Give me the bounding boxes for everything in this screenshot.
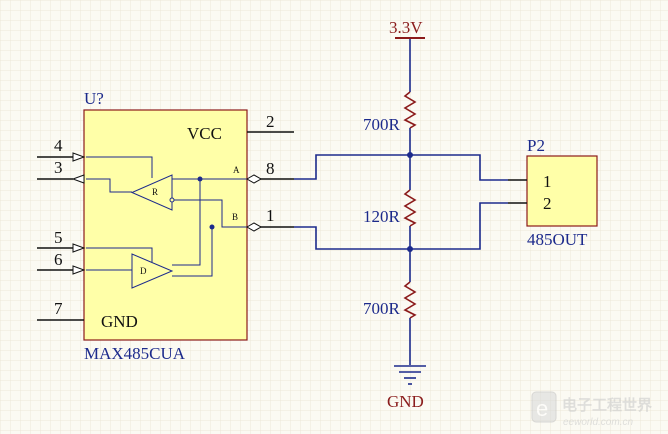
connector-designator: P2 xyxy=(527,136,545,155)
pin-number-2: 2 xyxy=(266,112,275,131)
resistor-top-value: 700R xyxy=(363,115,401,134)
connector-p2[interactable]: 1 2 xyxy=(508,155,598,227)
pin-number-6: 6 xyxy=(54,250,63,269)
pin-number-4: 4 xyxy=(54,136,63,155)
internal-wire-de xyxy=(86,247,153,262)
chip-body xyxy=(83,109,248,341)
pin-number-3: 3 xyxy=(54,158,63,177)
resistor-bottom-value: 700R xyxy=(363,299,401,318)
resistor-middle-value: 120R xyxy=(363,207,401,226)
pin-a-label: A xyxy=(233,165,240,175)
pin-number-8: 8 xyxy=(266,159,275,178)
watermark-site-text: eeworld.com.cn xyxy=(563,417,633,428)
pin-arrow-out xyxy=(71,174,85,184)
watermark-logo-mark xyxy=(531,391,557,423)
watermark-logo: e 电子工程世界 eeworld.com.cn xyxy=(531,391,652,428)
chip-gnd-label: GND xyxy=(101,312,138,331)
watermark-logo-letter: e xyxy=(536,396,548,421)
driver-buffer-symbol xyxy=(131,253,174,289)
max485-chip[interactable]: U? MAX485CUA VCC GND A B R D xyxy=(83,89,248,363)
connector-part-name: 485OUT xyxy=(527,230,588,249)
pin-number-1: 1 xyxy=(266,206,275,225)
receiver-buffer-symbol xyxy=(130,174,173,211)
chip-vcc-label: VCC xyxy=(187,124,222,143)
receiver-label: R xyxy=(152,187,158,197)
internal-wire-driver-a xyxy=(172,179,201,266)
wire-a-line xyxy=(294,154,508,181)
watermark-logo-text: 电子工程世界 xyxy=(562,396,652,414)
pin-number-5: 5 xyxy=(54,228,63,247)
ground-symbol xyxy=(394,365,426,385)
chip-designator: U? xyxy=(84,89,104,108)
internal-wire-driver-b xyxy=(172,227,213,277)
chip-part-name: MAX485CUA xyxy=(84,344,186,363)
pin-arrow-in xyxy=(72,243,86,253)
pin-bubble xyxy=(169,197,175,203)
junction-dot-b xyxy=(407,246,413,252)
internal-wire-ro xyxy=(86,178,132,193)
connector-pin-1: 1 xyxy=(543,172,552,191)
resistor-top-symbol[interactable] xyxy=(403,91,417,129)
connector-pin-2: 2 xyxy=(543,194,552,213)
pin-arrow-bidir xyxy=(245,222,263,232)
connector-body xyxy=(526,155,598,227)
pin-arrow-in xyxy=(72,265,86,275)
resistor-bottom-symbol[interactable] xyxy=(403,281,417,319)
internal-wire-re xyxy=(86,156,153,178)
junction-dot xyxy=(197,176,203,182)
gnd-label: GND xyxy=(387,392,424,411)
pin-b-label: B xyxy=(232,212,238,222)
wire-b-line xyxy=(294,202,508,250)
junction-dot-a xyxy=(407,152,413,158)
internal-wire-b xyxy=(172,199,247,228)
pin-number-7: 7 xyxy=(54,299,63,318)
resistor-middle-symbol[interactable] xyxy=(403,189,417,227)
junction-dot xyxy=(209,224,215,230)
driver-label: D xyxy=(140,266,147,276)
pin-arrow-bidir xyxy=(245,174,263,184)
pin-arrow-in xyxy=(72,152,86,162)
vcc-label: 3.3V xyxy=(389,18,423,37)
